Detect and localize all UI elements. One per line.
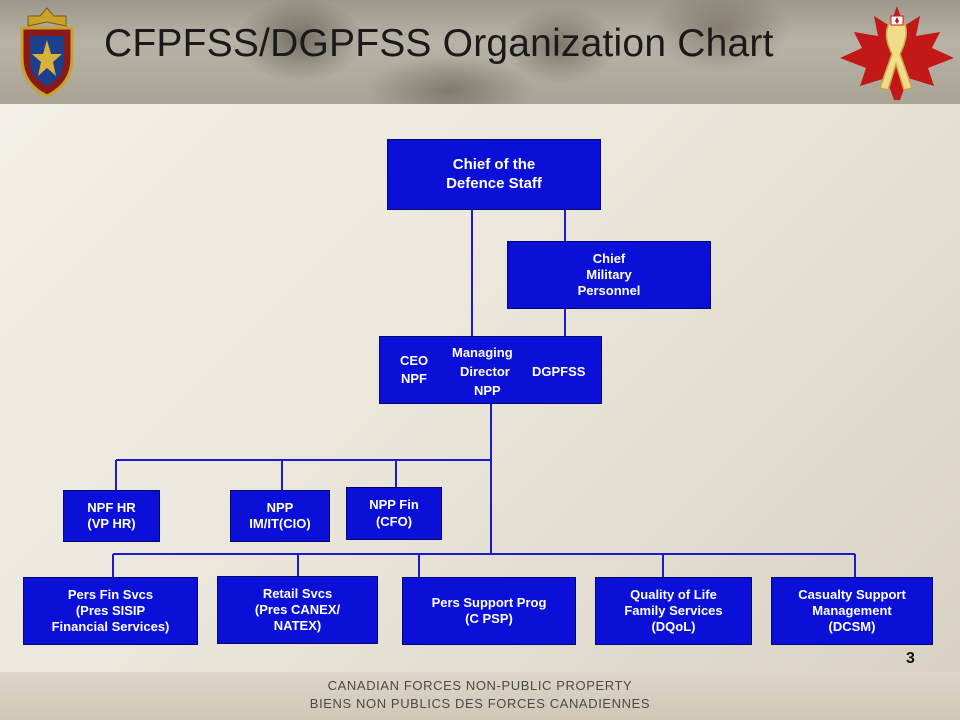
footer: CANADIAN FORCES NON-PUBLIC PROPERTY BIEN… [0, 672, 960, 720]
page-number: 3 [906, 650, 915, 667]
org-box-line: Family Services [624, 602, 723, 618]
org-box-line: Military [586, 266, 632, 282]
page-title: CFPFSS/DGPFSS Organization Chart [104, 22, 774, 65]
org-box-pers-support-prog: Pers Support Prog (C PSP) [402, 577, 576, 645]
org-box-chief-military-personnel: Chief Military Personnel [507, 241, 711, 309]
org-box-line: Chief of the [452, 155, 536, 173]
footer-line-english: CANADIAN FORCES NON-PUBLIC PROPERTY [327, 678, 633, 693]
org-box-line: CEO [400, 353, 429, 368]
org-box-managing-director: CEO NPF Managing Director NPP DGPFSS [379, 336, 602, 404]
org-box-line: Retail Svcs [262, 585, 333, 601]
org-box-line: (DQoL) [651, 619, 696, 635]
org-box-line: Pers Support Prog [431, 594, 547, 610]
org-box-line: (Pres CANEX/ [254, 601, 341, 617]
org-box-line: (Pres SISIP [75, 602, 146, 618]
org-box-line: Chief [592, 250, 626, 266]
yellow-ribbon-maple-leaf-icon [840, 6, 954, 100]
org-box-pers-fin-svcs: Pers Fin Svcs (Pres SISIP Financial Serv… [23, 577, 198, 645]
org-box-line: Financial Services) [51, 619, 170, 635]
org-box-line: Quality of Life [630, 586, 717, 602]
org-box-npp-imit: NPP IM/IT(CIO) [230, 490, 330, 542]
org-box-line: (CFO) [375, 513, 413, 529]
header-banner [0, 0, 960, 104]
org-box-line: Pers Fin Svcs [67, 586, 154, 602]
org-box-line: Management [812, 602, 892, 618]
banner-photo [0, 0, 960, 104]
org-box-line: NPP [266, 499, 294, 515]
org-box-line: NPF HR [87, 499, 136, 515]
org-box-line: Defence Staff [446, 174, 542, 192]
org-box-line: DGPFSS [532, 364, 586, 379]
org-box-line: Personnel [577, 283, 641, 299]
org-box-quality-of-life: Quality of Life Family Services (DQoL) [595, 577, 752, 645]
org-box-line: (VP HR) [87, 516, 136, 531]
org-box-retail-svcs: Retail Svcs (Pres CANEX/ NATEX) [217, 576, 378, 644]
footer-line-french: BIENS NON PUBLICS DES FORCES CANADIENNES [309, 696, 651, 711]
org-box-line: Director [460, 364, 510, 379]
org-box-line: IM/IT(CIO) [249, 516, 311, 531]
org-box-line: NATEX) [273, 618, 322, 634]
org-box-line: (C PSP) [465, 611, 513, 626]
org-box-line: NPP Fin [369, 497, 419, 513]
org-box-line: NPF [401, 371, 427, 386]
org-box-npp-fin: NPP Fin (CFO) [346, 487, 442, 540]
org-box-line: Managing [452, 345, 513, 360]
cf-crest-icon [20, 7, 74, 98]
org-box-npf-hr: NPF HR (VP HR) [63, 490, 160, 542]
org-box-line: (DCSM) [828, 619, 876, 635]
org-box-line: NPP [474, 383, 501, 398]
org-box-chief-defence-staff: Chief of the Defence Staff [387, 139, 601, 210]
org-box-line: Casualty Support [798, 586, 906, 602]
org-box-casualty-support: Casualty Support Management (DCSM) [771, 577, 933, 645]
